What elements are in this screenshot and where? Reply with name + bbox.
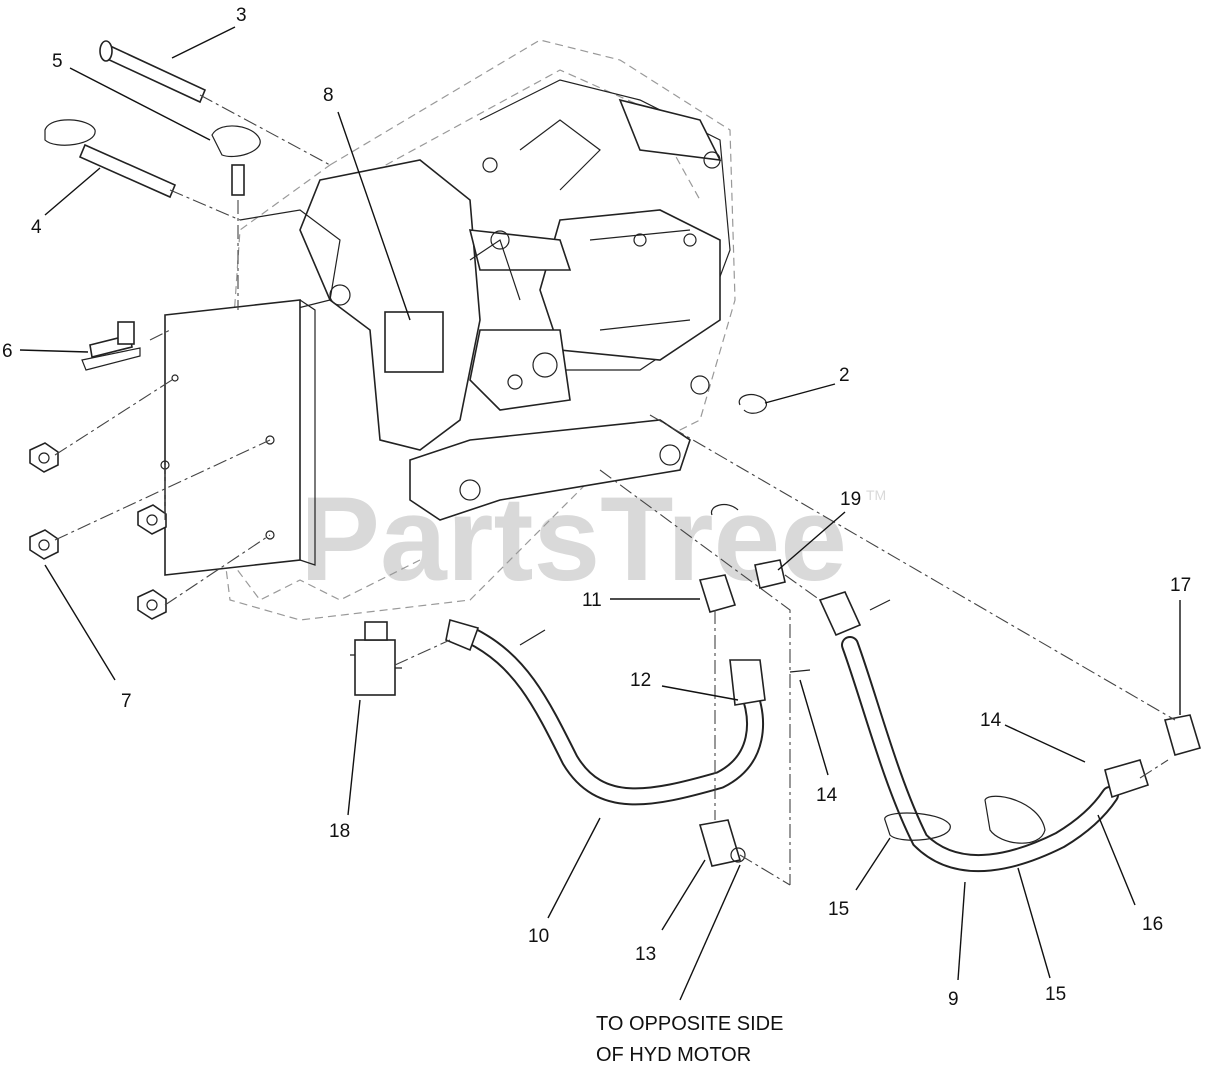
- callout-2: 2: [839, 365, 850, 386]
- callout-18: 18: [329, 821, 350, 842]
- bolt: [81, 321, 141, 371]
- frame-assembly: [219, 39, 736, 621]
- watermark: PartsTree TM: [300, 472, 886, 606]
- nut: [29, 529, 59, 560]
- callout-10: 10: [528, 926, 549, 947]
- decal: [384, 311, 444, 373]
- flange-nuts: [29, 442, 167, 620]
- lynch-pin: [211, 125, 261, 196]
- callout-labels: 3 5 8 4 6 2 7 19 11 17 12 14 14 18 15 10…: [2, 5, 1191, 1010]
- adapter-fitting: [754, 559, 786, 589]
- callout-11: 11: [582, 590, 602, 611]
- callout-14-left: 14: [816, 785, 838, 806]
- check-valve: [350, 621, 402, 696]
- elbow-fitting-right: [1163, 714, 1202, 756]
- callout-15-left: 15: [828, 899, 849, 920]
- note-line-2: OF HYD MOTOR: [596, 1044, 751, 1066]
- hydraulic-hose-right: [818, 591, 1150, 872]
- callout-15-bottom: 15: [1045, 984, 1066, 1005]
- routing-note: TO OPPOSITE SIDE OF HYD MOTOR: [596, 1013, 783, 1066]
- watermark-text: PartsTree: [300, 472, 847, 606]
- callout-9: 9: [948, 989, 959, 1010]
- callout-19: 19: [840, 489, 861, 510]
- callout-3: 3: [236, 5, 247, 26]
- nut: [137, 589, 167, 620]
- nut: [29, 442, 59, 473]
- callout-4: 4: [31, 217, 42, 238]
- callout-7: 7: [121, 691, 132, 712]
- assembly-lines: [54, 94, 1176, 886]
- hairpin-clip: [710, 393, 768, 516]
- callout-8: 8: [323, 85, 334, 106]
- nut: [137, 504, 167, 535]
- note-line-1: TO OPPOSITE SIDE: [596, 1013, 783, 1035]
- callout-6: 6: [2, 341, 13, 362]
- callout-5: 5: [52, 51, 63, 72]
- elbow-fitting-lower: [698, 819, 746, 867]
- watermark-tm: TM: [866, 487, 886, 503]
- elbow-fitting-upper: [698, 574, 737, 613]
- clevis-pin: [99, 40, 207, 104]
- leader-lines: [19, 26, 1181, 1001]
- callout-13: 13: [635, 944, 656, 965]
- hitch-pin: [44, 119, 177, 199]
- callout-14-right: 14: [980, 710, 1002, 731]
- callout-16: 16: [1142, 914, 1163, 935]
- callout-12: 12: [630, 670, 651, 691]
- callout-17: 17: [1170, 575, 1191, 596]
- hydraulic-hose-left: [445, 618, 811, 806]
- mounting-plate: [160, 299, 316, 576]
